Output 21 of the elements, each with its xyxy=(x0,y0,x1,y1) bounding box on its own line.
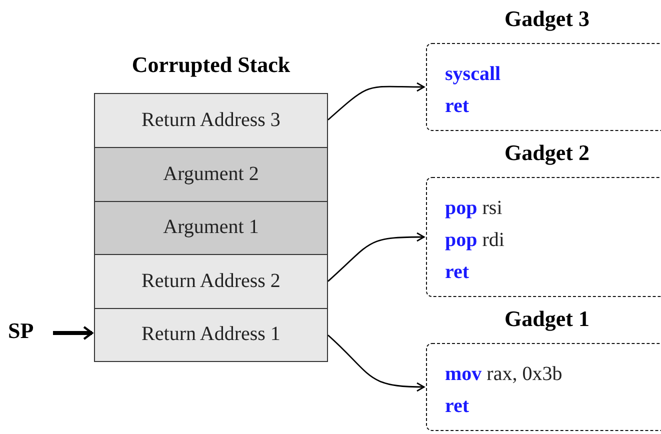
stack-pointer-label: SP xyxy=(8,318,34,344)
instruction-line: pop rdi xyxy=(445,228,506,253)
stack-slot: Argument 1 xyxy=(95,200,327,254)
stack-slot: Return Address 1 xyxy=(95,308,327,361)
stack-heading: Corrupted Stack xyxy=(130,52,292,78)
instruction-line: pop rsi xyxy=(445,196,504,221)
arrow xyxy=(328,82,425,120)
stack-slot: Argument 2 xyxy=(95,147,327,201)
arrow xyxy=(53,326,94,340)
arrow xyxy=(328,334,425,392)
instruction-line: ret xyxy=(445,260,470,285)
stack-slot: Return Address 3 xyxy=(95,94,327,148)
gadget-heading: Gadget 1 xyxy=(504,306,590,332)
instruction-line: syscall xyxy=(445,62,502,87)
arrow xyxy=(328,232,425,282)
instruction-line: mov rax, 0x3b xyxy=(445,362,564,387)
stack-slot: Return Address 2 xyxy=(95,254,327,308)
gadget-heading: Gadget 2 xyxy=(504,140,590,166)
gadget-heading: Gadget 3 xyxy=(504,6,590,32)
instruction-line: ret xyxy=(445,394,470,419)
instruction-line: ret xyxy=(445,94,470,119)
